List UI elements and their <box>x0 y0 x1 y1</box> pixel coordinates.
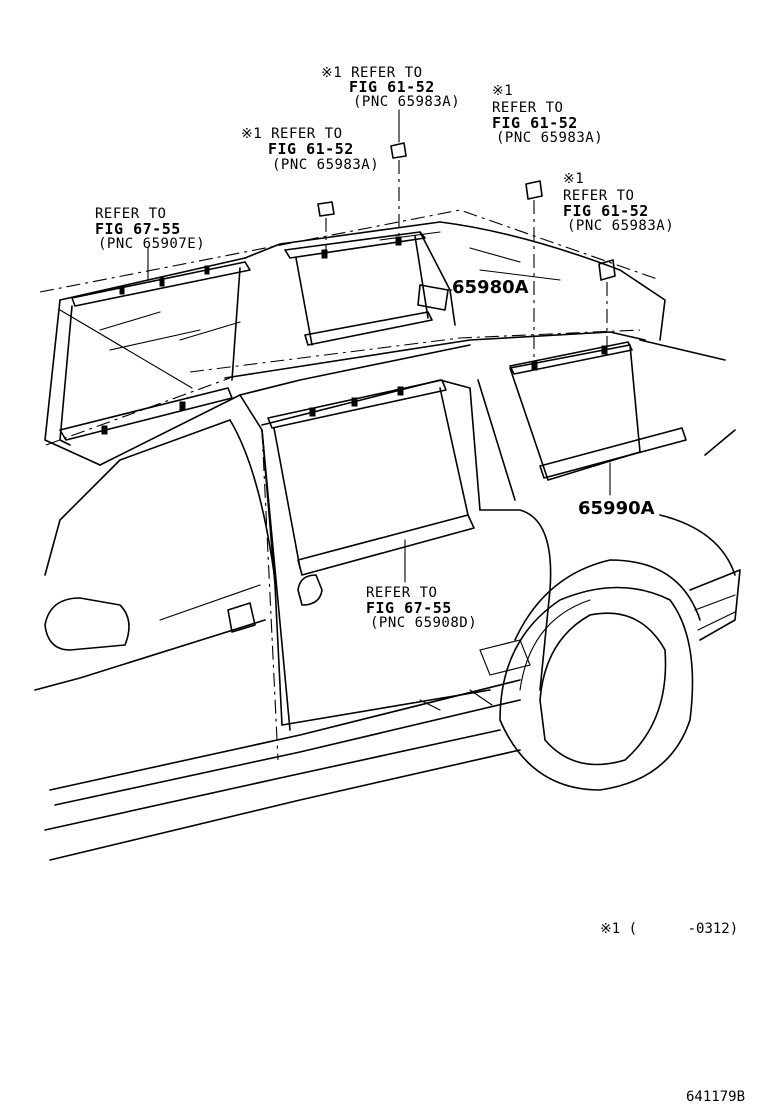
callout-line: FIG 61-52 <box>349 78 435 96</box>
part-number-65990a: 65990A <box>578 498 655 519</box>
callout-clip-2: ※1 REFER TO FIG 61-52 (PNC 65983A) <box>321 65 460 110</box>
callout-line: ※1 <box>492 83 513 99</box>
callout-line: (PNC 65907E) <box>98 236 205 252</box>
part-number-65980a: 65980A <box>452 277 529 298</box>
callout-line: ※1 REFER TO <box>241 126 343 142</box>
clip-icon <box>390 142 407 159</box>
callout-line: (PNC 65983A) <box>496 130 603 146</box>
callout-line: FIG 61-52 <box>492 114 578 132</box>
callout-line: ※1 REFER TO <box>321 65 423 81</box>
roof-side-sunshade-65980a <box>284 231 449 346</box>
callout-line: REFER TO <box>95 206 166 222</box>
clip-icon <box>525 180 543 200</box>
callout-line: REFER TO <box>563 188 634 204</box>
callout-line: REFER TO <box>492 100 563 116</box>
rear-side-sunshade-65990a <box>509 341 687 479</box>
callout-line: REFER TO <box>366 585 437 601</box>
callout-line: (PNC 65908D) <box>370 615 477 631</box>
clip-icon <box>317 201 335 217</box>
callout-line: FIG 67-55 <box>95 220 181 238</box>
callout-clip-3: ※1 REFER TO FIG 61-52 (PNC 65983A) <box>492 83 603 146</box>
callout-rear-quarter-shade: REFER TO FIG 67-55 (PNC 65907E) <box>95 206 205 252</box>
clip-icons <box>317 142 616 281</box>
callout-line: ※1 <box>563 171 584 187</box>
figure-id: 641179B <box>686 1089 745 1105</box>
rear-door-sunshade <box>267 379 475 576</box>
callout-line: (PNC 65983A) <box>353 94 460 110</box>
callout-clip-4: ※1 REFER TO FIG 61-52 (PNC 65983A) <box>563 171 674 234</box>
callout-line: FIG 67-55 <box>366 599 452 617</box>
callout-line: (PNC 65983A) <box>272 157 379 173</box>
leader-lines <box>147 109 611 583</box>
footnote-applicability: ※1 ( -0312) <box>600 921 738 937</box>
callout-line: FIG 61-52 <box>563 202 649 220</box>
callout-line: FIG 61-52 <box>268 140 354 158</box>
vehicle-body-outline <box>34 209 741 861</box>
callout-line: (PNC 65983A) <box>567 218 674 234</box>
rear-quarter-sunshade <box>59 261 251 446</box>
clip-icon <box>598 259 616 281</box>
callout-clip-1: ※1 REFER TO FIG 61-52 (PNC 65983A) <box>241 126 379 173</box>
callout-rear-door-shade: REFER TO FIG 67-55 (PNC 65908D) <box>366 585 477 631</box>
